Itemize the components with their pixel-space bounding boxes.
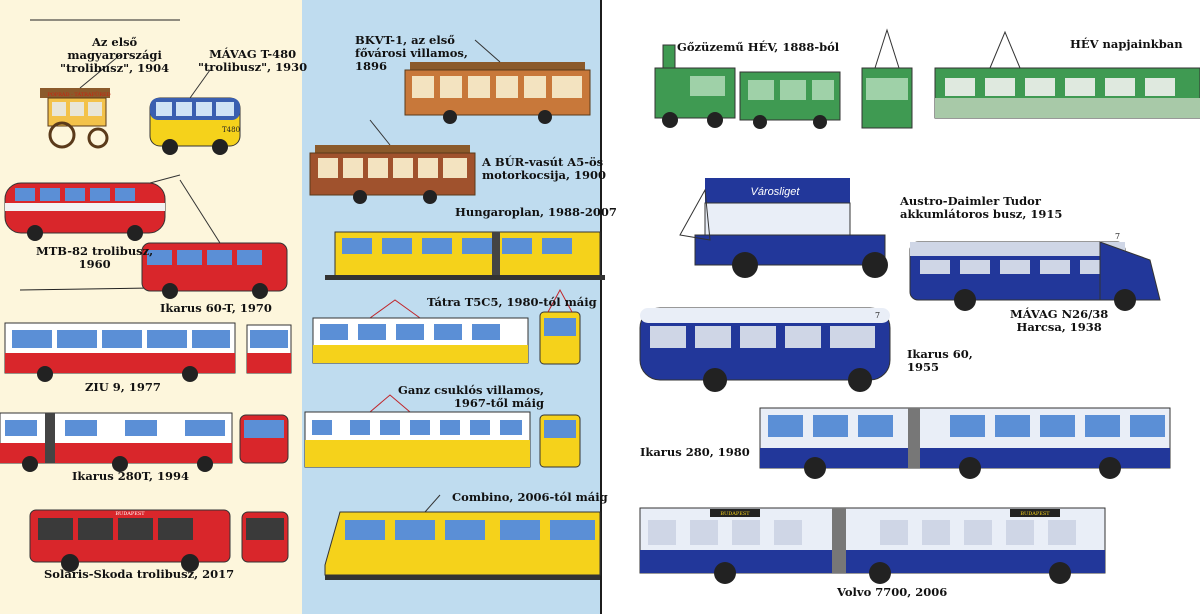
trolley-mavag-t480: T480: [149, 69, 241, 155]
tram-hungaroplan: [325, 231, 605, 280]
caption-trolley-ikarus280t: Ikarus 280T, 1994: [72, 469, 190, 483]
tram-combino: [324, 494, 601, 580]
caption-tram-bur-a5: A BÚR-vasút A5-ös motorkocsija, 1900: [482, 155, 606, 182]
trolley-ziu9: [4, 322, 292, 382]
vehicle-text: BUDAPEST: [115, 511, 145, 517]
tram-ganz-articulated: [304, 394, 581, 468]
caption-tram-ganz: Ganz csuklós villamos, 1967-től máig: [398, 383, 545, 410]
caption-bus-ikarus280: Ikarus 280, 1980: [640, 445, 750, 459]
caption-bus-volvo: Volvo 7700, 2006: [837, 585, 948, 599]
caption-bus-austro-daimler: Austro-Daimler Tudor akkumlátoros busz, …: [900, 194, 1063, 221]
trolley-solaris: BUDAPEST: [29, 509, 289, 572]
caption-trolley-1904: Az első magyarországi "trolibusz", 1904: [60, 35, 170, 75]
trolley-mtb82: [4, 174, 181, 241]
caption-bus-mavag: MÁVAG N26/38 Harcsa, 1938: [1010, 307, 1109, 334]
vehicle-text: 7: [875, 311, 880, 320]
caption-trolley-ziu9: ZIU 9, 1977: [85, 380, 161, 394]
tram-tatra-t5c5: [312, 288, 581, 365]
caption-tram-combino: Combino, 2006-tól máig: [452, 490, 608, 504]
caption-tram-bkvt1: BKVT-1, az első fővárosi villamos, 1896: [355, 33, 468, 73]
tram-bkvt1: [404, 39, 591, 124]
hev-modern: [861, 28, 1200, 129]
caption-hev-modern: HÉV napjainkban: [1070, 37, 1183, 51]
trolley-1904: POPRÁD - TÁTRAFÜRED: [40, 54, 121, 149]
vehicle-text: BUDAPEST: [1020, 511, 1050, 517]
caption-tram-hungaroplan: Hungaroplan, 1988-2007: [455, 205, 617, 219]
panel-divider: [600, 0, 602, 614]
vehicle-text: 7: [1115, 232, 1120, 241]
caption-tram-tatra: Tátra T5C5, 1980-tól máig: [427, 295, 597, 309]
vehicle-text: Városliget: [751, 186, 801, 198]
caption-trolley-mavag: MÁVAG T-480 "trolibusz", 1930: [198, 47, 308, 74]
caption-trolley-mtb82: MTB-82 trolibusz, 1960: [36, 244, 154, 271]
vehicle-text: BUDAPEST: [720, 511, 750, 517]
hev-steam: [654, 44, 841, 129]
tram-bur-a5: [309, 119, 476, 204]
bus-ikarus280: [759, 407, 1171, 479]
bus-volvo7700: BUDAPEST BUDAPEST: [639, 507, 1106, 584]
trolley-ikarus60t: [141, 179, 288, 299]
bus-ikarus60: 7: [639, 307, 891, 392]
caption-bus-ikarus60: Ikarus 60, 1955: [907, 347, 973, 374]
caption-trolley-solaris: Solaris-Skoda trolibusz, 2017: [44, 567, 235, 581]
bus-austro-daimler: Városliget: [679, 178, 888, 278]
caption-hev-steam: Gőzüzemű HÉV, 1888-ból: [677, 40, 840, 54]
vehicle-text: T480: [222, 126, 240, 134]
caption-trolley-ikarus60t: Ikarus 60-T, 1970: [160, 301, 272, 315]
vehicle-text: POPRÁD - TÁTRAFÜRED: [47, 91, 110, 98]
bus-mavag-harcsa: 7: [909, 232, 1161, 311]
trolley-ikarus280t: [0, 412, 289, 472]
